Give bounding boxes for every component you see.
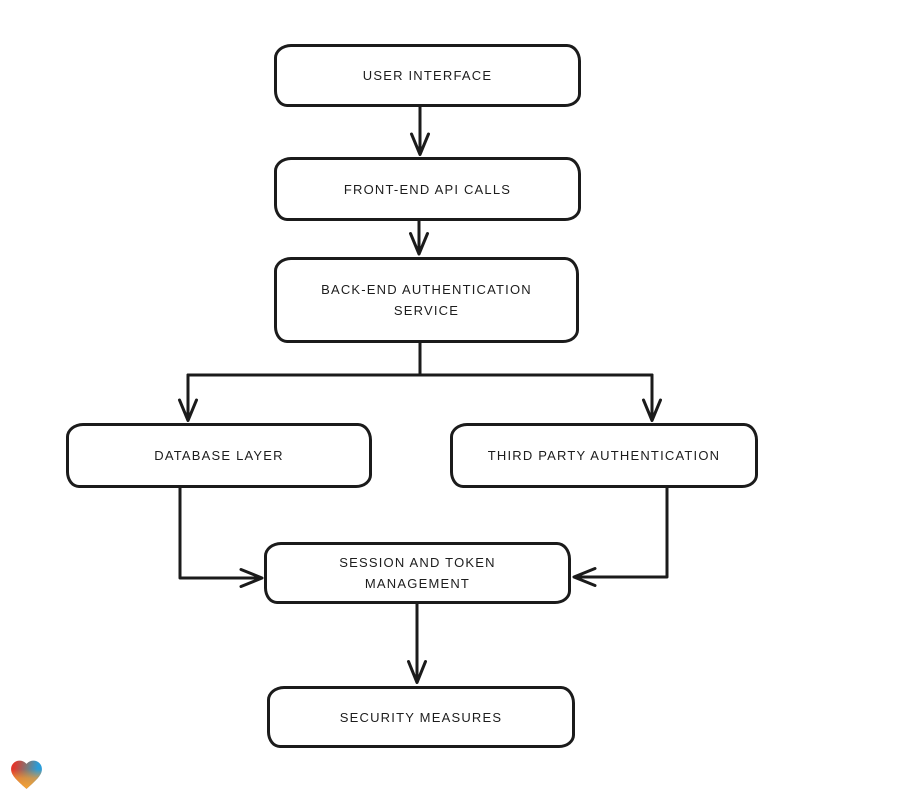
node-session-and-token-management: SESSION AND TOKEN MANAGEMENT bbox=[264, 542, 571, 604]
node-database-layer-label: DATABASE LAYER bbox=[154, 448, 284, 463]
node-third-party-authentication: THIRD PARTY AUTHENTICATION bbox=[450, 423, 758, 488]
edge-third-party-authentication-to-session-and-token-management bbox=[572, 486, 669, 587]
edge-front-end-api-calls-to-back-end-authentication-service bbox=[409, 219, 429, 256]
node-database-layer: DATABASE LAYER bbox=[66, 423, 372, 488]
edge-back-end-authentication-service-branch bbox=[178, 340, 662, 422]
node-security-measures-label: SECURITY MEASURES bbox=[339, 709, 503, 725]
node-back-end-authentication-service: BACK-END AUTHENTICATION SERVICE bbox=[274, 257, 579, 343]
edge-user-interface-to-front-end-api-calls bbox=[410, 105, 430, 156]
node-third-party-authentication-label: THIRD PARTY AUTHENTICATION bbox=[487, 448, 721, 463]
node-user-interface: USER INTERFACE bbox=[274, 44, 581, 107]
node-front-end-api-calls: FRONT-END API CALLS bbox=[274, 157, 581, 221]
edge-session-and-token-management-to-security-measures bbox=[407, 601, 427, 684]
node-front-end-api-calls-label: FRONT-END API CALLS bbox=[343, 181, 512, 197]
node-security-measures: SECURITY MEASURES bbox=[267, 686, 575, 748]
node-user-interface-label: USER INTERFACE bbox=[362, 68, 493, 83]
heart-icon bbox=[11, 760, 42, 789]
edge-database-layer-to-session-and-token-management bbox=[178, 486, 264, 588]
node-back-end-authentication-service-label: BACK-END AUTHENTICATION SERVICE bbox=[321, 282, 532, 318]
node-session-and-token-management-label: SESSION AND TOKEN MANAGEMENT bbox=[339, 555, 496, 591]
